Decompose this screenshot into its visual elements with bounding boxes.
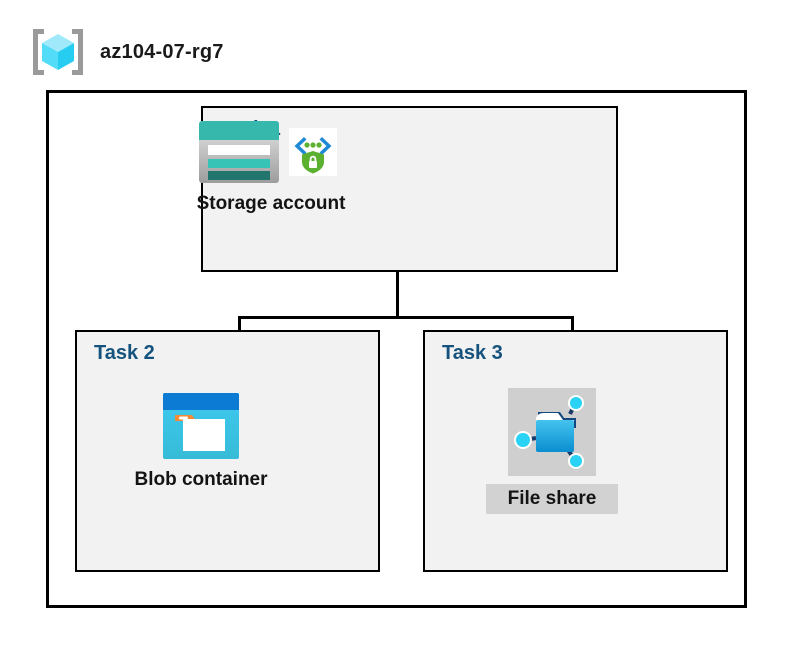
task-label-3: Task 3 [442,342,503,364]
node-caption-file-share: File share [485,484,619,514]
connector-split-bar [238,316,574,319]
task-label-2: Task 2 [94,342,155,364]
resource-group-title: az104-07-rg7 [100,40,224,63]
task-box-3[interactable]: Task 3 [423,330,728,572]
resource-group-boundary: Task 1 [46,90,747,608]
resource-group-icon [30,26,86,78]
connector-storage-to-split [396,234,399,318]
file-share-icon [508,388,596,476]
node-caption-storage-account: Storage account [196,193,346,214]
storage-account-icon [197,119,281,185]
node-file-share[interactable]: File share [485,388,619,514]
node-blob-container[interactable]: Blob container [135,391,268,491]
node-caption-blob-container: Blob container [134,469,268,490]
resource-group-header: az104-07-rg7 [30,26,224,78]
node-storage-account[interactable]: Storage account [197,119,357,215]
blob-container-icon [161,391,241,461]
secure-endpoint-shield-icon [289,128,337,176]
